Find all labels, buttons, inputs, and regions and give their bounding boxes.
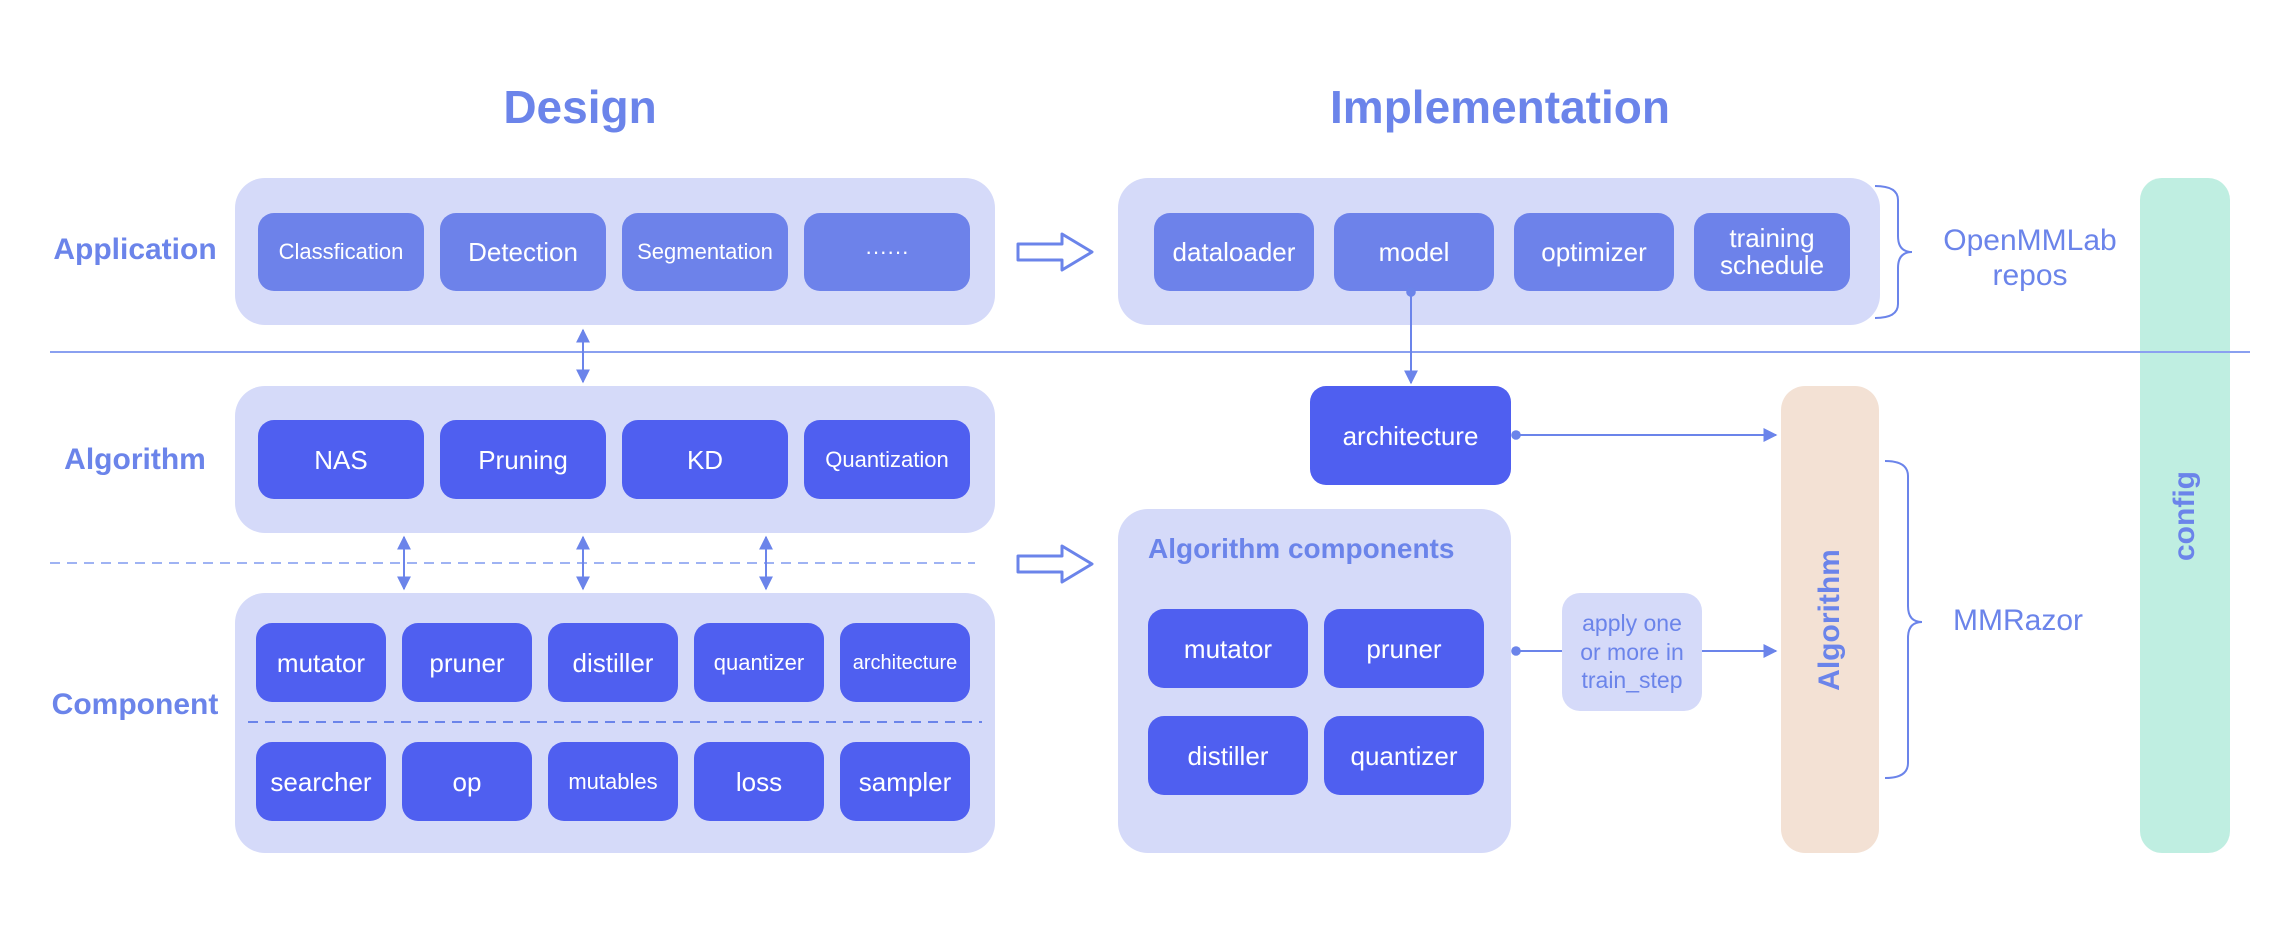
row-label-application: Application	[53, 233, 217, 266]
design-heading: Design	[503, 81, 657, 133]
comp-distiller[interactable]: distiller	[548, 623, 678, 702]
impl-training-schedule[interactable]: training schedule	[1694, 213, 1850, 291]
algorithm-components-panel: Algorithm components mutator pruner dist…	[1118, 509, 1511, 853]
comp-sampler[interactable]: sampler	[840, 742, 970, 821]
impl-dataloader[interactable]: dataloader	[1154, 213, 1314, 291]
brace-openmmlab	[1874, 185, 1913, 319]
algo-nas[interactable]: NAS	[258, 420, 424, 499]
implementation-panel: dataloader model optimizer training sche…	[1118, 178, 1880, 325]
algo-kd[interactable]: KD	[622, 420, 788, 499]
algo-quantization[interactable]: Quantization	[804, 420, 970, 499]
task-classification[interactable]: Classfication	[258, 213, 424, 291]
comp-pruner[interactable]: pruner	[402, 623, 532, 702]
apply-note: apply one or more in train_step	[1562, 593, 1702, 711]
task-more[interactable]: ······	[804, 213, 970, 291]
task-segmentation[interactable]: Segmentation	[622, 213, 788, 291]
comp-mutables[interactable]: mutables	[548, 742, 678, 821]
brace-mmrazor	[1884, 460, 1923, 779]
openmmlab-repos-label: OpenMMLab repos	[1943, 224, 2117, 292]
alg-comp-mutator[interactable]: mutator	[1148, 609, 1308, 688]
row-label-component: Component	[51, 688, 219, 721]
config-column: config	[2140, 178, 2230, 853]
alg-comp-distiller[interactable]: distiller	[1148, 716, 1308, 795]
comp-architecture[interactable]: architecture	[840, 623, 970, 702]
comp-mutator[interactable]: mutator	[256, 623, 386, 702]
algorithm-panel: NAS Pruning KD Quantization	[235, 386, 995, 533]
implementation-heading: Implementation	[1330, 81, 1670, 133]
algo-pruning[interactable]: Pruning	[440, 420, 606, 499]
algorithm-column: Algorithm	[1781, 386, 1879, 853]
task-detection[interactable]: Detection	[440, 213, 606, 291]
hollow-arrow-mid	[1016, 544, 1094, 584]
comp-op[interactable]: op	[402, 742, 532, 821]
comp-searcher[interactable]: searcher	[256, 742, 386, 821]
mmrazor-label: MMRazor	[1952, 604, 2083, 637]
comp-quantizer[interactable]: quantizer	[694, 623, 824, 702]
algorithm-components-title: Algorithm components	[1148, 533, 1455, 564]
impl-optimizer[interactable]: optimizer	[1514, 213, 1674, 291]
impl-model[interactable]: model	[1334, 213, 1494, 291]
hollow-arrow-top	[1016, 232, 1094, 272]
alg-comp-pruner[interactable]: pruner	[1324, 609, 1484, 688]
row-label-algorithm: Algorithm	[64, 443, 206, 476]
application-panel: Classfication Detection Segmentation ···…	[235, 178, 995, 325]
architecture-box[interactable]: architecture	[1310, 386, 1511, 485]
alg-comp-quantizer[interactable]: quantizer	[1324, 716, 1484, 795]
comp-loss[interactable]: loss	[694, 742, 824, 821]
